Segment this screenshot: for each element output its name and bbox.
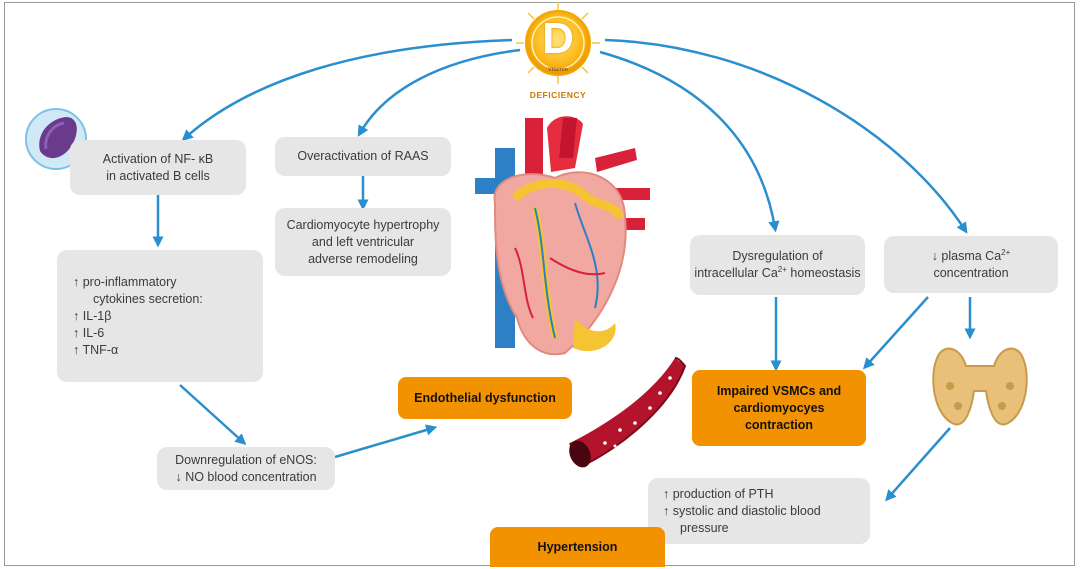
- dysreg-line-2b: homeostasis: [786, 266, 861, 280]
- cardiomyocyte-box: Cardiomyocyte hypertrophy and left ventr…: [275, 208, 451, 276]
- cyto-line-2: cytokines secretion:: [93, 291, 203, 306]
- vsmc-line-2: cardiomyocyes: [733, 400, 825, 415]
- hypertension-box: Hypertension: [490, 527, 665, 567]
- blood-vessel-icon: [569, 357, 687, 468]
- nfkb-activation-box: Activation of NF- κB in activated B cell…: [70, 140, 246, 195]
- raas-line-1: Overactivation of RAAS: [297, 149, 429, 163]
- cytokines-box: ↑ pro-inflammatory cytokines secretion: …: [57, 250, 263, 382]
- endothelial-label: Endothelial dysfunction: [414, 390, 556, 405]
- arrow-plasma-to-vsmc: [862, 296, 929, 370]
- arrow-vitd-to-nfkb: [181, 38, 513, 141]
- vitamin-d-sun-icon: [516, 2, 600, 84]
- cardio-line-2: and left ventricular: [311, 234, 415, 249]
- raas-box: Overactivation of RAAS: [275, 137, 451, 176]
- arrow-vitd-to-plasma: [604, 38, 968, 234]
- heart-icon: [475, 116, 650, 356]
- cyto-line-4: ↑ IL-6: [73, 325, 105, 340]
- plasma-ca-superscript: 2+: [1001, 247, 1011, 257]
- vsmc-line-3: contraction: [744, 417, 814, 432]
- calcium-dysregulation-box: Dysregulation of intracellular Ca2+ home…: [690, 235, 865, 295]
- pth-line-2: ↑ systolic and diastolic blood: [663, 503, 821, 518]
- nfkb-line-2: in activated B cells: [106, 168, 210, 183]
- pth-line-1: ↑ production of PTH: [663, 486, 774, 501]
- cyto-line-5: ↑ TNF-α: [73, 342, 119, 357]
- plasma-line-2: concentration: [933, 265, 1009, 280]
- plasma-line-1a: ↓ plasma Ca: [931, 248, 1002, 263]
- vitamin-sub-label: Vitamin: [548, 67, 568, 73]
- plasma-line-1: ↓ plasma Ca2+: [932, 248, 1011, 265]
- hypertension-label: Hypertension: [537, 539, 618, 554]
- dysreg-line-2: intracellular Ca2+ homeostasis: [694, 265, 860, 282]
- enos-line-1: Downregulation of eNOS:: [175, 452, 317, 467]
- dysreg-line-2a: intracellular Ca: [694, 266, 778, 280]
- arrow-vitd-to-dysreg: [599, 50, 780, 233]
- cardio-line-1: Cardiomyocyte hypertrophy: [286, 217, 440, 232]
- vsmc-line-1: Impaired VSMCs and: [716, 383, 842, 398]
- cardio-line-3: adverse remodeling: [308, 251, 418, 266]
- arrow-thyroid-to-pth: [885, 427, 951, 502]
- arrow-enos-to-endothelial: [334, 424, 438, 459]
- enos-line-2: ↓ NO blood concentration: [175, 469, 317, 484]
- cyto-line-3: ↑ IL-1β: [73, 308, 112, 323]
- endothelial-dysfunction-box: Endothelial dysfunction: [398, 377, 572, 419]
- pth-line-3: pressure: [680, 520, 729, 535]
- dysreg-line-1: Dysregulation of: [732, 249, 823, 263]
- nfkb-line-1: Activation of NF- κB: [102, 151, 214, 166]
- pth-box: ↑ production of PTH ↑ systolic and diast…: [648, 478, 870, 544]
- enos-box: Downregulation of eNOS: ↓ NO blood conce…: [157, 447, 335, 490]
- deficiency-label: DEFICIENCY: [529, 90, 587, 100]
- dysreg-ca-superscript: 2+: [777, 264, 787, 274]
- arrow-cyto-to-enos: [179, 384, 247, 446]
- thyroid-icon: [932, 347, 1028, 426]
- impaired-contraction-box: Impaired VSMCs and cardiomyocyes contrac…: [692, 370, 866, 446]
- cyto-line-1: ↑ pro-inflammatory: [73, 274, 177, 289]
- arrow-vitd-to-raas: [357, 48, 521, 137]
- vitamin-letter: D: [542, 14, 574, 63]
- plasma-calcium-box: ↓ plasma Ca2+ concentration: [884, 236, 1058, 293]
